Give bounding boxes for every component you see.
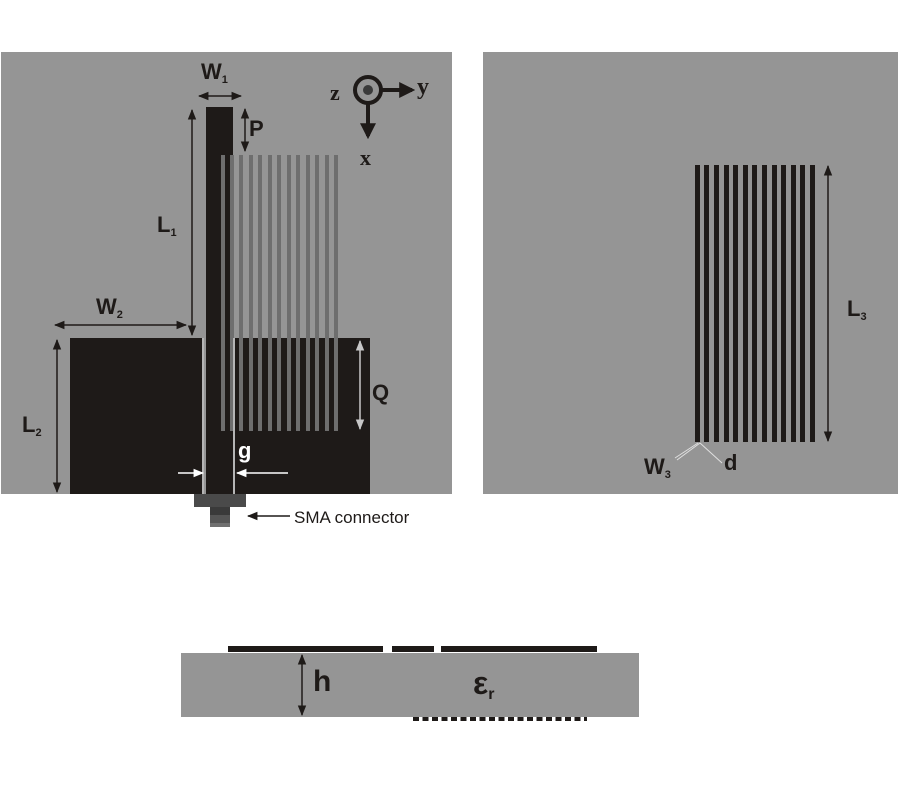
l3-label: L3 <box>847 296 867 323</box>
d-label: d <box>724 450 737 475</box>
g-label: g <box>238 438 251 463</box>
x-axis-label: x <box>360 145 371 170</box>
w3-leader-line <box>674 442 699 459</box>
d-leader-line <box>699 442 723 464</box>
epsilon-r-label: εr <box>473 665 494 703</box>
q-label: Q <box>372 380 389 405</box>
monopole-strip <box>206 107 233 494</box>
top-metal-center <box>392 646 434 652</box>
l1-label: L1 <box>157 212 177 239</box>
sma-connector-label: SMA connector <box>294 508 410 527</box>
substrate-back <box>483 52 898 494</box>
side-view-panel: h εr <box>181 646 639 721</box>
ghost-strips <box>221 155 338 431</box>
front-view-panel: SMA connector W1 P L1 W2 L2 Q g z y <box>1 52 452 527</box>
z-axis-label: z <box>330 80 340 105</box>
coordinate-axes: z y x <box>330 74 429 170</box>
p-label: P <box>249 116 264 141</box>
back-view-panel: L3 W3 d <box>483 52 898 494</box>
w2-label: W2 <box>96 294 123 321</box>
sma-connector <box>194 494 246 527</box>
h-label: h <box>313 665 331 698</box>
substrate-side <box>181 653 639 717</box>
l2-label: L2 <box>22 412 42 439</box>
w3-label: W3 <box>644 454 671 481</box>
w1-label: W1 <box>201 59 228 86</box>
ground-plane-right <box>235 338 370 494</box>
top-metal-right <box>441 646 597 652</box>
y-axis-label: y <box>417 74 429 100</box>
ground-plane-left <box>70 338 202 494</box>
top-metal-left <box>228 646 383 652</box>
parasitic-strips <box>695 165 815 442</box>
